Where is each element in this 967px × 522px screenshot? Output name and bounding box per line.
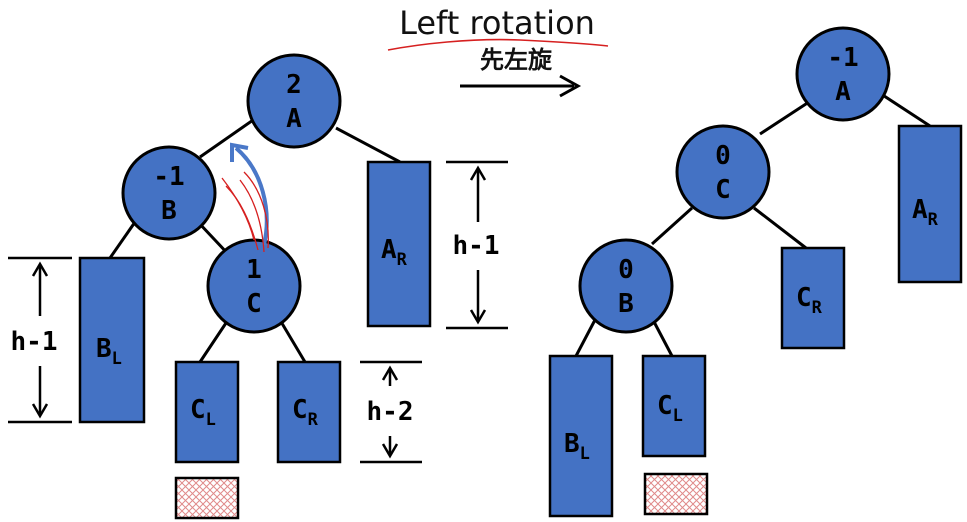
svg-text:BL: BL [564, 429, 590, 464]
before-dim-left-label: h-1 [11, 327, 58, 357]
before-subtree-ar: AR [366, 160, 432, 328]
after-subtree-ar-sub: R [928, 210, 939, 230]
before-subtree-bl-main: B [96, 334, 112, 364]
before-dim-left: h-1 [8, 256, 72, 424]
title-underline-annotation [387, 38, 609, 51]
before-node-b-balance: -1 [153, 162, 184, 192]
after-node-c-label: C [715, 175, 731, 205]
before-node-b: -1 B [121, 145, 217, 241]
after-node-a-label: A [835, 77, 851, 107]
after-node-b-balance: 0 [618, 255, 634, 285]
red-annotation-strokes [221, 171, 269, 253]
after-subtree-cl: CL [641, 354, 707, 458]
before-subtree-cl: CL [174, 360, 240, 464]
before-subtree-bl: BL [78, 256, 146, 424]
after-node-b-label: B [618, 289, 634, 319]
after-subtree-bl-main: B [564, 429, 580, 459]
before-dim-mid: h-2 [360, 360, 422, 464]
before-node-c: 1 C [206, 238, 302, 334]
before-dim-mid-label: h-2 [367, 397, 414, 427]
before-inserted-node-hatch [174, 476, 240, 520]
after-subtree-cr: CR [780, 246, 846, 350]
diagram-title: Left rotation [399, 4, 595, 42]
before-subtree-cl-sub: L [206, 410, 216, 430]
after-node-b: 0 B [578, 238, 674, 334]
svg-text:CR: CR [796, 283, 823, 318]
diagram-subtitle: 先左旋 [480, 46, 553, 74]
after-inserted-node-hatch [643, 472, 709, 516]
before-node-c-label: C [246, 289, 262, 319]
before-subtree-cr-sub: R [308, 410, 319, 430]
after-subtree-cr-sub: R [812, 298, 823, 318]
before-node-a-balance: 2 [286, 70, 302, 100]
before-subtree-ar-main: A [381, 235, 397, 265]
after-subtree-cl-sub: L [673, 406, 683, 426]
before-subtree-cr-main: C [292, 395, 308, 425]
after-subtree-cr-main: C [796, 283, 812, 313]
svg-text:AR: AR [381, 235, 408, 270]
after-node-a: -1 A [795, 26, 891, 122]
before-subtree-cl-main: C [190, 395, 206, 425]
after-node-a-balance: -1 [827, 43, 858, 73]
before-node-c-balance: 1 [246, 255, 262, 285]
before-subtree-bl-sub: L [112, 349, 122, 369]
before-node-a: 2 A [246, 53, 342, 149]
after-subtree-bl: BL [548, 354, 614, 518]
after-node-c: 0 C [675, 124, 771, 220]
rotation-arrow [460, 74, 582, 98]
svg-text:CL: CL [190, 395, 216, 430]
blue-rotation-arrow [230, 142, 269, 246]
before-node-a-label: A [286, 104, 302, 134]
svg-text:AR: AR [912, 195, 939, 230]
svg-text:BL: BL [96, 334, 122, 369]
svg-text:CL: CL [657, 391, 683, 426]
after-subtree-bl-sub: L [580, 444, 590, 464]
before-subtree-cr: CR [276, 360, 342, 464]
before-dim-right: h-1 [446, 160, 508, 330]
before-node-b-label: B [161, 196, 177, 226]
svg-text:CR: CR [292, 395, 319, 430]
after-subtree-ar: AR [897, 124, 963, 284]
before-dim-right-label: h-1 [453, 231, 500, 261]
after-subtree-cl-main: C [657, 391, 673, 421]
before-subtree-ar-sub: R [397, 250, 408, 270]
after-subtree-ar-main: A [912, 195, 928, 225]
after-node-c-balance: 0 [715, 141, 731, 171]
